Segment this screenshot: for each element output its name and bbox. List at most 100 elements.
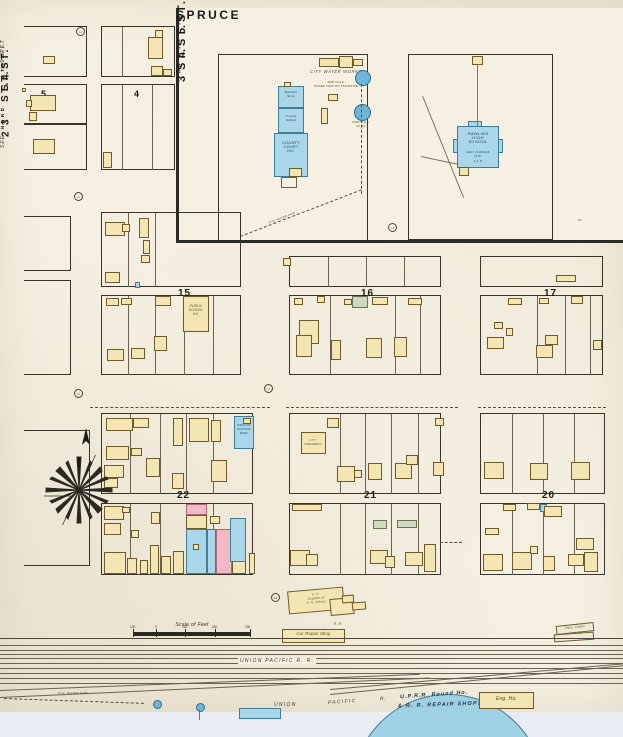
rail-track-u3 [0, 650, 623, 651]
building-block16-g [296, 335, 312, 357]
building-block22-p [127, 558, 137, 574]
block-number-5: 5 [41, 89, 48, 99]
label-high-school-heat: HEAT. FURNACE IN B? [466, 151, 490, 158]
label-rawlins-high-school: RAWLINS HIGH SCHOOL [467, 131, 489, 144]
building-block17-a [556, 275, 576, 282]
hydrant-marker-top: H [76, 27, 85, 36]
building-eng-house [479, 692, 534, 709]
label-union-pacific-rr-upper: UNION PACIFIC R. R. [238, 658, 317, 664]
building-block15-g [106, 298, 119, 306]
note-tank-capacity: 8000 GALS. 20' 60' [352, 120, 370, 128]
rail-track-u7 [0, 668, 623, 669]
block-21-lot-f [365, 504, 366, 575]
label-rr-lower: R. [379, 695, 386, 703]
block-20-lot-d [512, 504, 513, 575]
label-county-courthouse: COUNTY COURT HO. [281, 140, 301, 153]
block-15-lot-f [213, 296, 214, 375]
building-block21-i [292, 504, 322, 511]
building-block15-l [154, 336, 167, 351]
rail-track-u8 [0, 673, 623, 674]
inset-block-high-school [408, 54, 553, 240]
block-22-lot-d [213, 414, 214, 494]
building-block22-g [173, 418, 183, 446]
block-16-lot-a [328, 257, 329, 287]
building-block22-brick-top [186, 504, 207, 515]
building-block16-i [366, 338, 382, 358]
block-22-lot-c [186, 414, 187, 494]
building-block5-c [26, 100, 32, 107]
north-arrow [82, 428, 90, 445]
label-public-school: PUBLIC SCHOOL HO. [188, 304, 204, 316]
building-block20-c [571, 462, 590, 480]
building-high-school-outhouse-n [472, 56, 483, 65]
building-county-school [278, 108, 304, 133]
scale-tick-3 [215, 629, 216, 637]
building-block15-f [143, 240, 150, 254]
block-number-17: 17 [544, 288, 558, 299]
label-eng-house: Eng. Ho. [495, 696, 518, 702]
label-machine-shop: Machine Shop [284, 90, 298, 98]
building-block22-stone-b [207, 529, 216, 574]
building-block22-stone-c [230, 518, 246, 562]
building-city-creamery [301, 432, 326, 454]
building-block4-shed-b [163, 69, 172, 76]
building-block17-h [536, 345, 553, 358]
label-union-lower: UNION [274, 702, 297, 708]
building-car-repair-shop [282, 629, 345, 643]
block-number-20: 20 [542, 490, 556, 501]
building-block16-j [394, 337, 407, 357]
block-20-lot-b [543, 414, 544, 494]
building-public-school [183, 296, 209, 332]
building-block22-roof [243, 418, 251, 424]
building-block22-y [193, 544, 199, 550]
building-courthouse-annex [289, 168, 302, 177]
building-block20-g [485, 528, 499, 535]
building-block15-opera [135, 282, 140, 288]
building-high-school-outhouse-s [459, 167, 469, 176]
building-block16-b [317, 296, 325, 303]
building-block5-a [43, 56, 55, 64]
building-block22-q [140, 560, 148, 574]
block-21-lot-d [418, 414, 419, 494]
building-block15-i [107, 349, 124, 361]
building-block21-c [354, 470, 362, 478]
survey-cross [44, 495, 74, 497]
block-number-22: 22 [177, 490, 191, 501]
building-block15-e [141, 255, 150, 263]
building-block22-f [146, 458, 160, 477]
scale-tick-0 [133, 629, 134, 637]
building-block20-f [544, 506, 562, 517]
detached-detail-inset: SPRUCE ST. 5TH ST. 4TH ST. 3RD CITY WATE… [176, 0, 623, 243]
building-block20-b [530, 463, 548, 480]
building-block20-l [568, 554, 584, 566]
building-block22-i [211, 420, 221, 442]
building-block15-d [139, 218, 149, 238]
hydrant-marker-cedar-left: H [74, 389, 83, 398]
hydrant-marker-pine: H [388, 223, 397, 232]
building-block22-z [249, 553, 255, 574]
building-lower-tank-shed [239, 708, 281, 719]
rail-track-u1 [0, 638, 623, 639]
building-block20-m [576, 538, 594, 550]
building-block20-e [527, 503, 540, 510]
building-block16-a [294, 298, 303, 305]
building-water-works-b [339, 56, 353, 68]
scale-tick-2 [185, 629, 186, 637]
inset-block-courthouse [218, 54, 368, 240]
building-block17-j [593, 340, 602, 350]
building-block5-d [29, 112, 37, 121]
left-margin-block-bottom [24, 430, 90, 566]
building-block15-b [122, 224, 130, 232]
rail-track-u2 [0, 645, 623, 646]
block-22-lot-f [160, 504, 161, 575]
alley-dash-21 [286, 407, 458, 408]
block-21-lot-b [365, 414, 366, 494]
inset-dim-right: 60' [578, 218, 582, 222]
block-number-4: 4 [134, 89, 141, 99]
building-block21-a [327, 418, 339, 428]
building-block21-h [433, 462, 444, 476]
block-16-lot-f [420, 296, 421, 375]
building-block22-hotel [104, 552, 126, 574]
block-16-upper [289, 256, 441, 287]
block-22-lot-e [130, 504, 131, 575]
